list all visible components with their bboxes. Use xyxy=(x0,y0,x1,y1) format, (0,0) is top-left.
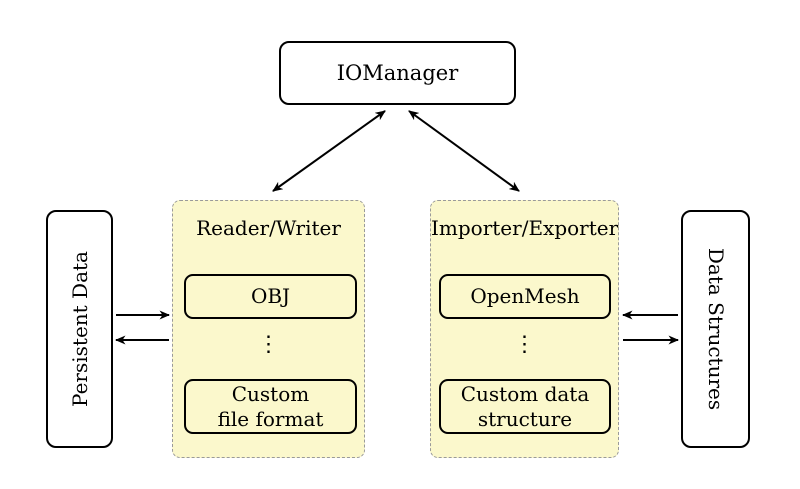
reader-writer-ellipsis: ⋮ xyxy=(257,332,280,357)
openmesh-node: OpenMesh xyxy=(439,274,611,319)
obj-node: OBJ xyxy=(184,274,357,319)
importer-exporter-title: Importer/Exporter xyxy=(431,216,619,240)
obj-label: OBJ xyxy=(250,284,291,308)
io-manager-node: IOManager xyxy=(279,41,516,105)
arrow-iomanager-importerexporter xyxy=(408,110,520,192)
persistent-data-node: Persistent Data xyxy=(46,210,113,448)
data-structures-label: Data Structures xyxy=(703,247,728,411)
arrow-iomanager-readerwriter xyxy=(272,110,386,192)
custom-data-structure-label: Custom data structure xyxy=(460,381,590,431)
persistent-data-label: Persistent Data xyxy=(67,251,92,407)
reader-writer-title: Reader/Writer xyxy=(196,216,341,240)
reader-writer-group: Reader/Writer OBJ ⋮ Custom file format xyxy=(172,200,365,458)
data-structures-node: Data Structures xyxy=(681,210,750,448)
custom-data-structure-node: Custom data structure xyxy=(439,379,611,434)
importer-exporter-ellipsis: ⋮ xyxy=(513,332,536,357)
custom-file-format-node: Custom file format xyxy=(184,379,357,434)
io-manager-label: IOManager xyxy=(336,61,459,85)
openmesh-label: OpenMesh xyxy=(470,284,580,308)
custom-file-format-label: Custom file format xyxy=(217,381,324,431)
importer-exporter-group: Importer/Exporter OpenMesh ⋮ Custom data… xyxy=(430,200,619,458)
